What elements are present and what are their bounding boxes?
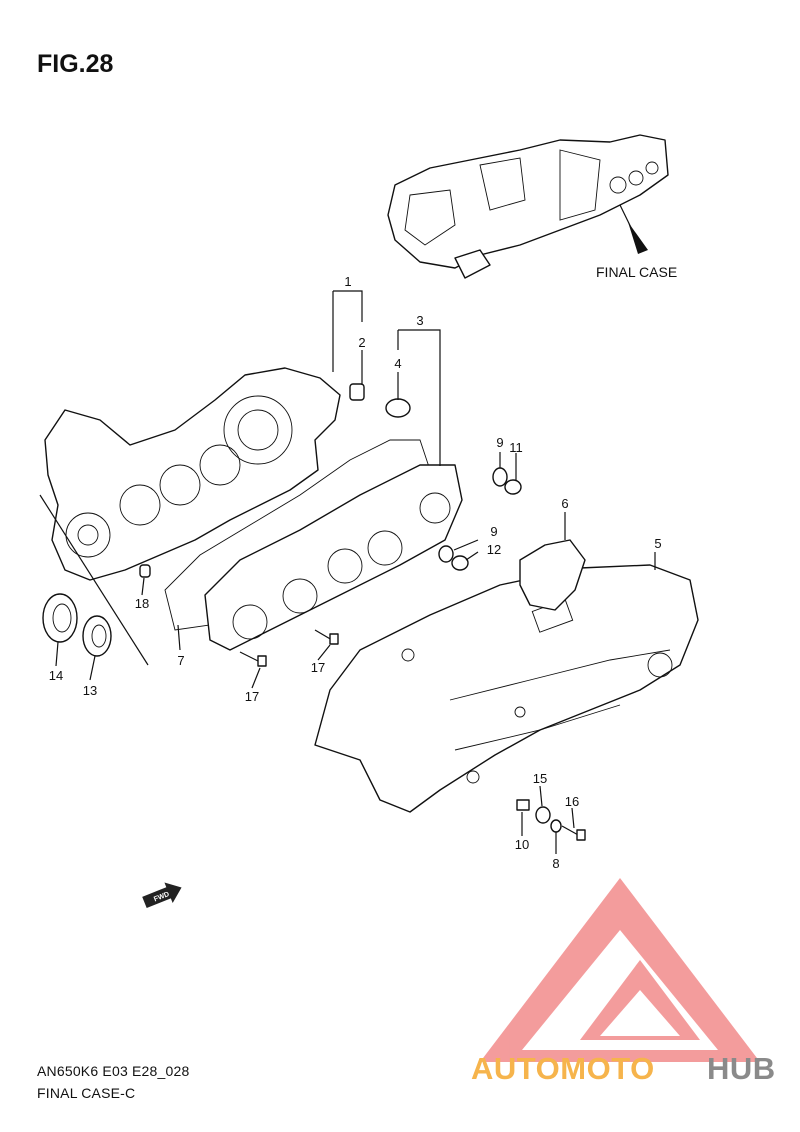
footer-code: AN650K6 E03 E28_028 <box>37 1063 190 1079</box>
callout-13: 13 <box>83 683 97 698</box>
dowel-2 <box>349 383 365 401</box>
callout-15: 15 <box>533 771 547 786</box>
callout-5: 5 <box>654 536 661 551</box>
callout-14: 14 <box>49 668 63 683</box>
watermark-text-part2: HUB <box>707 1051 776 1086</box>
callout-10: 10 <box>515 837 529 852</box>
callout-3: 3 <box>416 313 423 328</box>
nut-10 <box>516 799 530 811</box>
crankcase-cover <box>204 464 463 651</box>
callout-9-upper: 9 <box>496 435 503 450</box>
plug-11 <box>504 479 522 495</box>
bearing-13 <box>82 615 112 657</box>
callout-6: 6 <box>561 496 568 511</box>
callout-4: 4 <box>394 356 401 371</box>
watermark-text-part1: AUTOMOTO <box>471 1051 655 1086</box>
bolt-17-upper <box>314 629 339 645</box>
callout-17-lower: 17 <box>245 689 259 704</box>
figure-title: FIG.28 <box>37 50 114 78</box>
callout-7: 7 <box>177 653 184 668</box>
callout-1: 1 <box>344 274 351 289</box>
belt-plate <box>519 539 586 611</box>
washer-8 <box>550 819 562 833</box>
seal-14 <box>42 593 78 643</box>
callout-12: 12 <box>487 542 501 557</box>
reference-label: FINAL CASE <box>596 264 677 280</box>
bolt-17-lower <box>239 651 267 667</box>
callout-9-lower: 9 <box>490 524 497 539</box>
washer-9-lower <box>438 545 454 563</box>
belt-cover <box>314 564 699 813</box>
spacer-15 <box>535 806 551 824</box>
plug-12 <box>451 555 469 571</box>
callout-11: 11 <box>509 440 523 455</box>
footer-name: FINAL CASE-C <box>37 1085 136 1101</box>
callout-18: 18 <box>135 596 149 611</box>
dowel-18 <box>139 564 151 578</box>
crankcase-body <box>44 367 341 581</box>
callout-2: 2 <box>358 335 365 350</box>
callout-17-upper: 17 <box>311 660 325 675</box>
fwd-arrow-icon: FWD <box>142 882 182 909</box>
washer-9-upper <box>492 467 508 487</box>
callout-16: 16 <box>565 794 579 809</box>
bolt-16 <box>561 825 586 841</box>
leader-lines <box>39 290 656 854</box>
dowel-4 <box>385 398 411 418</box>
watermark-logo <box>480 878 760 1062</box>
callout-8: 8 <box>552 856 559 871</box>
final-case-reference-drawing <box>387 134 669 279</box>
